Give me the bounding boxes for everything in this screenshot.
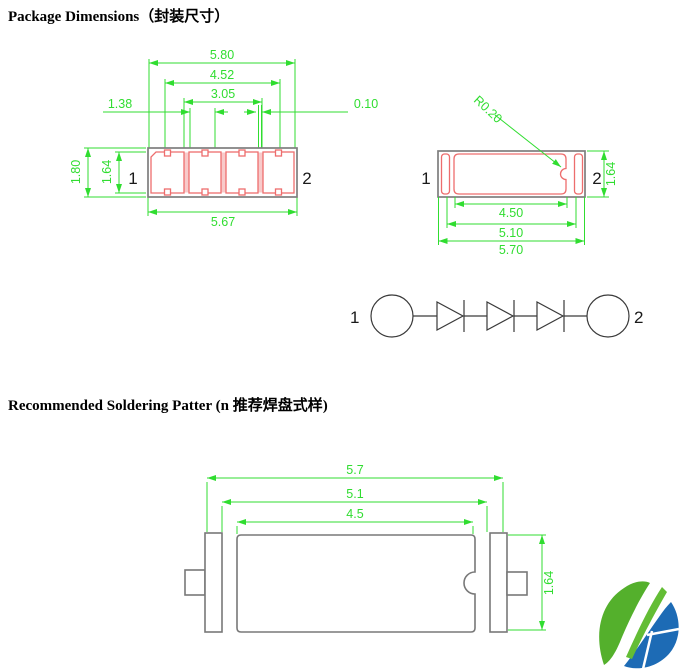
dim-label-4-52: 4.52 <box>210 68 234 82</box>
center-pad <box>236 534 476 633</box>
side-view-pin2-label: 2 <box>302 169 311 188</box>
diode-symbol-2 <box>486 300 515 332</box>
dim-pattern-height: 1.64 <box>508 534 556 631</box>
top-right-pad <box>573 153 584 195</box>
dim-label-3-05: 3.05 <box>211 87 235 101</box>
dim-pad-span-inner: 4.50 <box>454 197 568 220</box>
dim-span-inner: 4.5 <box>236 507 474 534</box>
terminal-2-circle <box>586 294 630 338</box>
soldering-pattern-drawing: 5.7 5.1 4.5 1.64 <box>184 463 556 633</box>
dim-label-5-1: 5.1 <box>346 487 363 501</box>
section-title-soldering-pattern: Recommended Soldering Patter (n 推荐焊盘式样) <box>8 398 328 414</box>
left-tab-pad <box>184 569 206 596</box>
company-logo <box>599 581 680 670</box>
right-pad <box>489 532 508 633</box>
top-view-pin1-label: 1 <box>421 169 430 188</box>
top-view-pin2-label: 2 <box>592 169 601 188</box>
dim-top-view-height: 1.64 <box>587 150 618 198</box>
dim-label-5-67: 5.67 <box>211 215 235 229</box>
dim-pad-span-outer: 5.70 <box>438 197 585 257</box>
pad-cell-2 <box>188 151 222 194</box>
dim-span-mid: 5.1 <box>221 487 488 532</box>
package-dimensions-drawing: 5.80 4.52 3.05 1.38 0.10 <box>69 48 618 257</box>
dim-width-total: 5.80 <box>149 48 295 66</box>
dim-gap: 0.10 <box>244 97 378 115</box>
logo-leaf-icon <box>599 581 680 670</box>
dim-label-5-80: 5.80 <box>210 48 234 62</box>
dim-label-5-7: 5.7 <box>346 463 363 477</box>
circuit-schematic: 1 2 <box>350 294 643 338</box>
dim-label-1-64-top: 1.64 <box>604 162 618 186</box>
pad-cell-4 <box>262 151 295 194</box>
top-left-pad <box>440 153 451 195</box>
dim-span-outer: 5.7 <box>206 463 504 532</box>
section-title-package-dimensions: Package Dimensions（封装尺寸） <box>8 9 230 25</box>
dim-pad-span-mid: 5.10 <box>446 197 577 240</box>
left-pad <box>204 532 223 633</box>
extension-lines <box>147 59 298 216</box>
top-view-pads <box>440 153 584 195</box>
diode-symbol-3 <box>536 300 565 332</box>
electrode-pads <box>150 149 295 196</box>
dim-label-5-10: 5.10 <box>499 226 523 240</box>
terminal-1-circle <box>370 294 414 338</box>
dim-label-4-5: 4.5 <box>346 507 363 521</box>
dim-label-1-64-side: 1.64 <box>100 160 114 184</box>
pad-cell-3 <box>225 151 259 194</box>
dim-width-inner-pads: 3.05 <box>184 87 262 105</box>
top-view: R0.20 1 2 1.64 4.50 5.10 <box>421 93 618 257</box>
side-view-pin1-label: 1 <box>128 169 137 188</box>
dim-label-5-70: 5.70 <box>499 243 523 257</box>
dim-label-1-38: 1.38 <box>108 97 132 111</box>
side-view: 5.80 4.52 3.05 1.38 0.10 <box>69 48 378 229</box>
dim-body-width: 5.67 <box>148 209 297 229</box>
solder-pads <box>184 532 528 633</box>
dim-height-total: 1.80 <box>69 147 146 198</box>
dim-label-1-80: 1.80 <box>69 160 83 184</box>
dim-label-1-64-pattern: 1.64 <box>542 571 556 595</box>
dim-label-0-10: 0.10 <box>354 97 378 111</box>
dim-pad-width: 1.38 <box>103 97 228 115</box>
dim-width-outer-pads: 4.52 <box>165 68 280 86</box>
schematic-pin2-label: 2 <box>634 308 643 327</box>
dim-label-r0-20: R0.20 <box>471 93 505 126</box>
top-center-pad <box>453 153 567 195</box>
dim-height-pads: 1.64 <box>100 151 146 194</box>
pad-cell-1 <box>150 151 185 194</box>
dim-label-4-50: 4.50 <box>499 206 523 220</box>
schematic-pin1-label: 1 <box>350 308 359 327</box>
right-tab-pad <box>506 571 528 596</box>
diode-symbol-1 <box>436 300 465 332</box>
